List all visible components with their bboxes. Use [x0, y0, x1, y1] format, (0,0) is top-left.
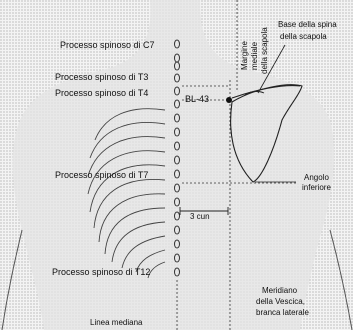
label-bl43: BL-43: [185, 94, 209, 104]
label-meridiano-1: Meridiano: [262, 286, 297, 295]
label-linea-mediana: Linea mediana: [90, 318, 142, 327]
label-t4: Processo spinoso di T4: [55, 88, 148, 98]
label-meridiano-3: branca laterale: [256, 308, 309, 317]
label-base-spine-2: della scapola: [280, 32, 327, 41]
label-t7: Processo spinoso di T7: [55, 170, 148, 180]
label-t3: Processo spinoso di T3: [55, 72, 148, 82]
label-t12: Processo spinoso di T12: [52, 267, 150, 277]
label-angolo-2: inferiore: [302, 183, 331, 192]
bl43-point: [226, 97, 232, 103]
label-margine-2: mediale: [250, 42, 259, 70]
label-c7: Processo spinoso di C7: [60, 40, 155, 50]
label-angolo-1: Angolo: [304, 173, 329, 182]
label-meridiano-2: della Vescica,: [256, 297, 305, 306]
label-base-spine-1: Base della spina: [278, 20, 337, 29]
label-margine-1: Margine: [240, 41, 249, 70]
label-cun: 3 cun: [190, 212, 210, 221]
label-margine-3: della scapola: [260, 27, 269, 74]
